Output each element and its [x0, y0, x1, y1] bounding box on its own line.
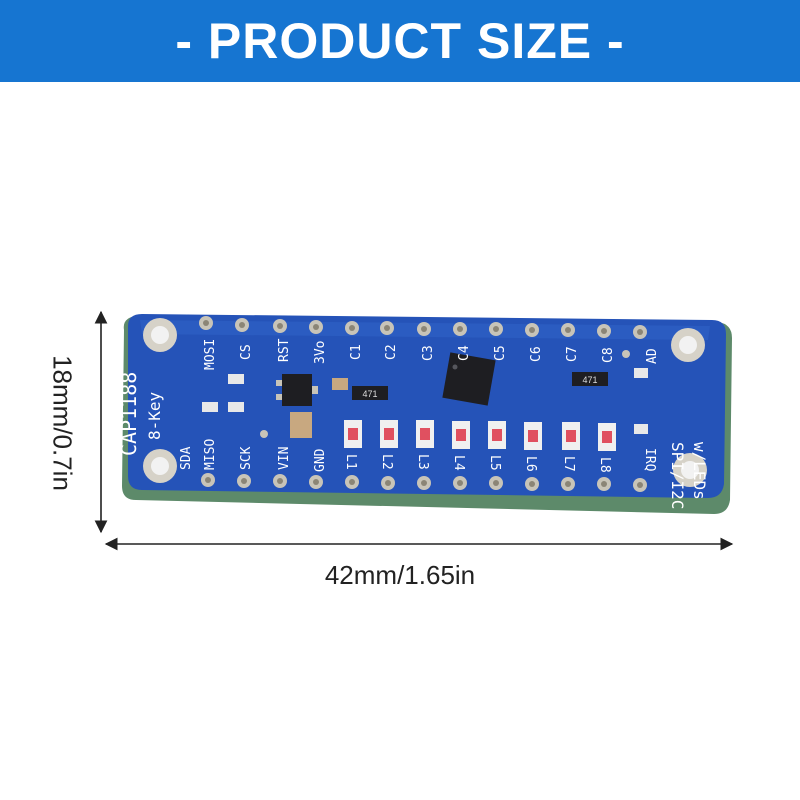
smd-led — [228, 402, 244, 412]
led-row — [344, 420, 616, 451]
led-3 — [416, 420, 434, 448]
pin-label-c1: C1 — [349, 344, 364, 360]
mounting-hole-bottom-left — [143, 449, 177, 483]
led-4 — [452, 421, 470, 449]
test-pad — [260, 430, 268, 438]
pin-label-c3: C3 — [421, 345, 436, 361]
pcb-board: 471 471 CAP1188 8-Key SPI/I2C — [117, 314, 732, 514]
pin-label-c6: C6 — [529, 346, 544, 362]
pin-label-vin: VIN — [277, 447, 292, 470]
board-title: CAP1188 — [117, 372, 141, 456]
led-7 — [562, 422, 580, 450]
banner-title: - PRODUCT SIZE - — [175, 13, 625, 69]
pin-label-c8: C8 — [601, 347, 616, 363]
pin-label-c5: C5 — [493, 345, 508, 361]
pin-label-l3: L3 — [415, 454, 430, 470]
capacitor — [332, 378, 348, 390]
mounting-hole-top-right — [671, 328, 705, 362]
pcb-surface — [128, 314, 726, 498]
mounting-hole-top-left — [143, 318, 177, 352]
led-6 — [524, 422, 542, 450]
board-interface: SPI/I2C — [668, 442, 687, 509]
smd-led — [634, 368, 648, 378]
pin-label-miso: MISO — [203, 439, 218, 470]
pin-label-l6: L6 — [523, 456, 538, 472]
pin-label-cs: CS — [239, 344, 254, 360]
pin-label-c7: C7 — [565, 346, 580, 362]
smd-led — [202, 402, 218, 412]
pin-label-l4: L4 — [451, 455, 466, 471]
pin-label-sck: SCK — [239, 446, 254, 470]
pin-label-l8: L8 — [597, 457, 612, 473]
mounting-hole-bottom-right — [673, 453, 707, 487]
title-banner: - PRODUCT SIZE - — [0, 0, 800, 82]
width-dimension-label: 42mm/1.65in — [324, 560, 476, 590]
pin-label-irq: IRQ — [642, 448, 657, 472]
pin-label-c2: C2 — [384, 344, 399, 360]
bottom-pin-pads — [201, 473, 647, 492]
test-pad — [622, 350, 630, 358]
pin-label-sda: SDA — [179, 446, 194, 470]
pin-label-l5: L5 — [487, 455, 502, 471]
pin-label-gnd: GND — [313, 448, 328, 472]
resistor-array-left: 471 — [352, 386, 388, 400]
smd-led — [228, 374, 244, 384]
cap1188-chip — [442, 352, 496, 406]
board-feature: w/LEDs — [690, 442, 709, 500]
top-pin-pads — [199, 316, 647, 339]
pin-label-mosi: MOSI — [203, 339, 218, 370]
resistor-label: 471 — [582, 375, 597, 385]
pin-label-ad: AD — [645, 348, 660, 364]
pin-label-l2: L2 — [379, 454, 394, 470]
pin-label-l1: L1 — [343, 454, 358, 470]
led-5 — [488, 421, 506, 449]
pin-label-3vo: 3Vo — [313, 341, 328, 364]
voltage-regulator — [276, 374, 318, 406]
smd-led — [634, 424, 648, 434]
board-subtitle: 8-Key — [145, 391, 164, 440]
resistor-array-right: 471 — [572, 372, 608, 386]
pin-label-c4: C4 — [457, 345, 472, 361]
height-dimension-label: 18mm/0.7in — [47, 355, 78, 491]
pin-label-l7: L7 — [561, 456, 576, 472]
led-8 — [598, 423, 616, 451]
led-2 — [380, 420, 398, 448]
capacitor — [290, 412, 312, 438]
pin-label-rst: RST — [277, 338, 292, 362]
resistor-label: 471 — [362, 389, 377, 399]
led-1 — [344, 420, 362, 448]
